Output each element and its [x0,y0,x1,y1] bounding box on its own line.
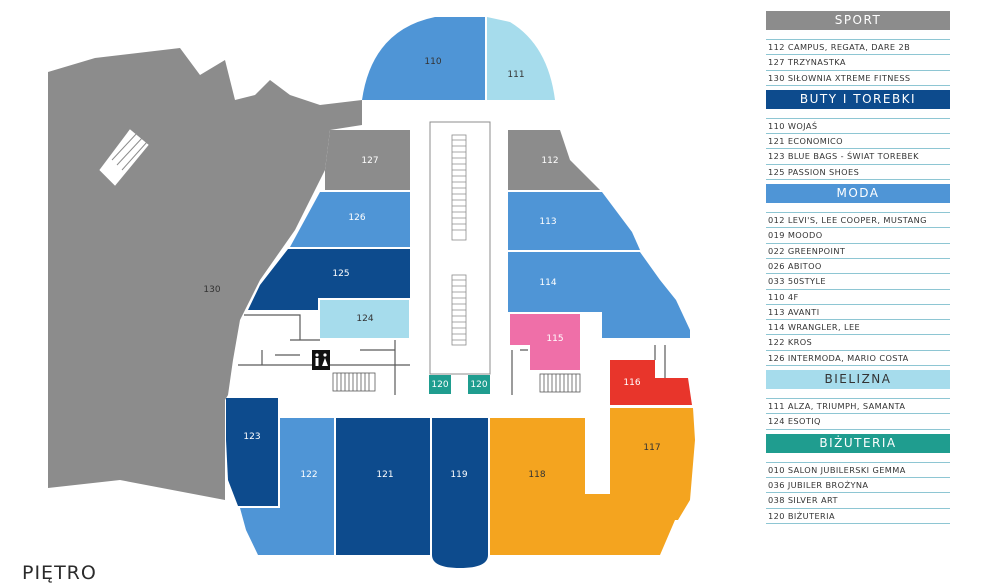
store-112[interactable] [508,130,600,190]
legend-category-moda: MODA 012 LEVI'S, LEE COOPER, MUSTANG 019… [766,184,950,367]
kiosk-120-right[interactable] [468,375,490,394]
legend-category-sport: SPORT 112 CAMPUS, REGATA, DARE 2B 127 TR… [766,11,950,86]
store-110[interactable] [362,17,485,100]
label-120-left: 120 [431,380,448,390]
store-125[interactable] [248,249,410,310]
label-122: 122 [300,470,317,480]
label-112: 112 [541,156,558,166]
category-header[interactable]: BIELIZNA [766,370,950,390]
store-legend: SPORT 112 CAMPUS, REGATA, DARE 2B 127 TR… [766,11,950,528]
legend-item[interactable]: 022 GREENPOINT [766,244,950,259]
legend-item[interactable]: 012 LEVI'S, LEE COOPER, MUSTANG [766,212,950,229]
legend-item[interactable]: 126 INTERMODA, MARIO COSTA [766,351,950,367]
legend-item[interactable]: 019 MOODO [766,228,950,244]
store-121[interactable] [336,418,430,555]
label-118: 118 [528,470,545,480]
legend-category-bielizna: BIELIZNA 111 ALZA, TRIUMPH, SAMANTA 124 … [766,370,950,430]
floor-label: PIĘTRO [22,562,97,584]
store-114[interactable] [508,252,690,338]
legend-item[interactable]: 124 ESOTIQ [766,414,950,430]
store-115[interactable] [510,314,580,370]
label-127: 127 [361,156,378,166]
legend-item[interactable]: 113 AVANTI [766,305,950,321]
label-114: 114 [539,278,556,288]
escalator-upper-icon [451,134,467,241]
restroom-icon [312,350,330,370]
store-119[interactable] [432,418,488,568]
legend-category-buty-i-torebki: BUTY I TOREBKI 110 WOJAŚ 121 ECONOMICO 1… [766,89,950,181]
floor-map: 130 110 111 127 112 126 113 125 114 124 … [48,17,695,568]
legend-item[interactable]: 110 WOJAŚ [766,117,950,135]
store-122[interactable] [240,418,334,555]
label-120-right: 120 [470,380,487,390]
legend-item[interactable]: 112 CAMPUS, REGATA, DARE 2B [766,39,950,56]
store-127[interactable] [325,130,410,190]
store-116[interactable] [610,360,692,405]
legend-item[interactable]: 038 SILVER ART [766,493,950,509]
stairs-left-icon [332,372,376,392]
label-111: 111 [507,70,524,80]
escalator-lower-icon [451,274,467,346]
category-header[interactable]: SPORT [766,11,950,30]
label-117: 117 [643,443,660,453]
label-126: 126 [348,213,365,223]
store-123[interactable] [226,398,278,506]
legend-item[interactable]: 033 50STYLE [766,274,950,290]
legend-item[interactable]: 114 WRANGLER, LEE [766,320,950,336]
legend-item[interactable]: 127 TRZYNASTKA [766,55,950,71]
kiosk-120-left[interactable] [429,375,451,394]
label-121: 121 [376,470,393,480]
legend-item[interactable]: 121 ECONOMICO [766,134,950,150]
category-header[interactable]: BIŻUTERIA [766,433,950,453]
label-124: 124 [356,314,373,324]
legend-item[interactable]: 122 KROS [766,335,950,351]
label-113: 113 [539,217,556,227]
category-header[interactable]: MODA [766,184,950,204]
legend-item[interactable]: 123 BLUE BAGS - ŚWIAT TOREBEK [766,149,950,165]
legend-item[interactable]: 120 BIŻUTERIA [766,509,950,524]
label-130: 130 [203,285,220,295]
store-117[interactable] [610,408,695,520]
store-111[interactable] [487,17,555,100]
legend-item[interactable]: 036 JUBILER BROŻYNA [766,478,950,494]
legend-item[interactable]: 110 4F [766,290,950,305]
store-124[interactable] [320,300,409,338]
label-119: 119 [450,470,467,480]
label-110: 110 [424,57,441,67]
label-125: 125 [332,269,349,279]
label-123: 123 [243,432,260,442]
legend-item[interactable]: 125 PASSION SHOES [766,165,950,181]
category-header[interactable]: BUTY I TOREBKI [766,89,950,109]
legend-item[interactable]: 111 ALZA, TRIUMPH, SAMANTA [766,398,950,415]
legend-item[interactable]: 010 SALON JUBILERSKI GEMMA [766,461,950,478]
escalator-icon [99,129,149,186]
stairs-right-icon [539,373,581,393]
service-area-right [511,345,666,395]
legend-category-bizuteria: BIŻUTERIA 010 SALON JUBILERSKI GEMMA 036… [766,433,950,524]
store-118[interactable] [490,418,675,555]
legend-item[interactable]: 026 ABITOO [766,259,950,275]
legend-item[interactable]: 130 SIŁOWNIA XTREME FITNESS [766,71,950,86]
store-113[interactable] [508,192,640,250]
label-115: 115 [546,334,563,344]
label-116: 116 [623,378,640,388]
store-126[interactable] [290,192,410,247]
